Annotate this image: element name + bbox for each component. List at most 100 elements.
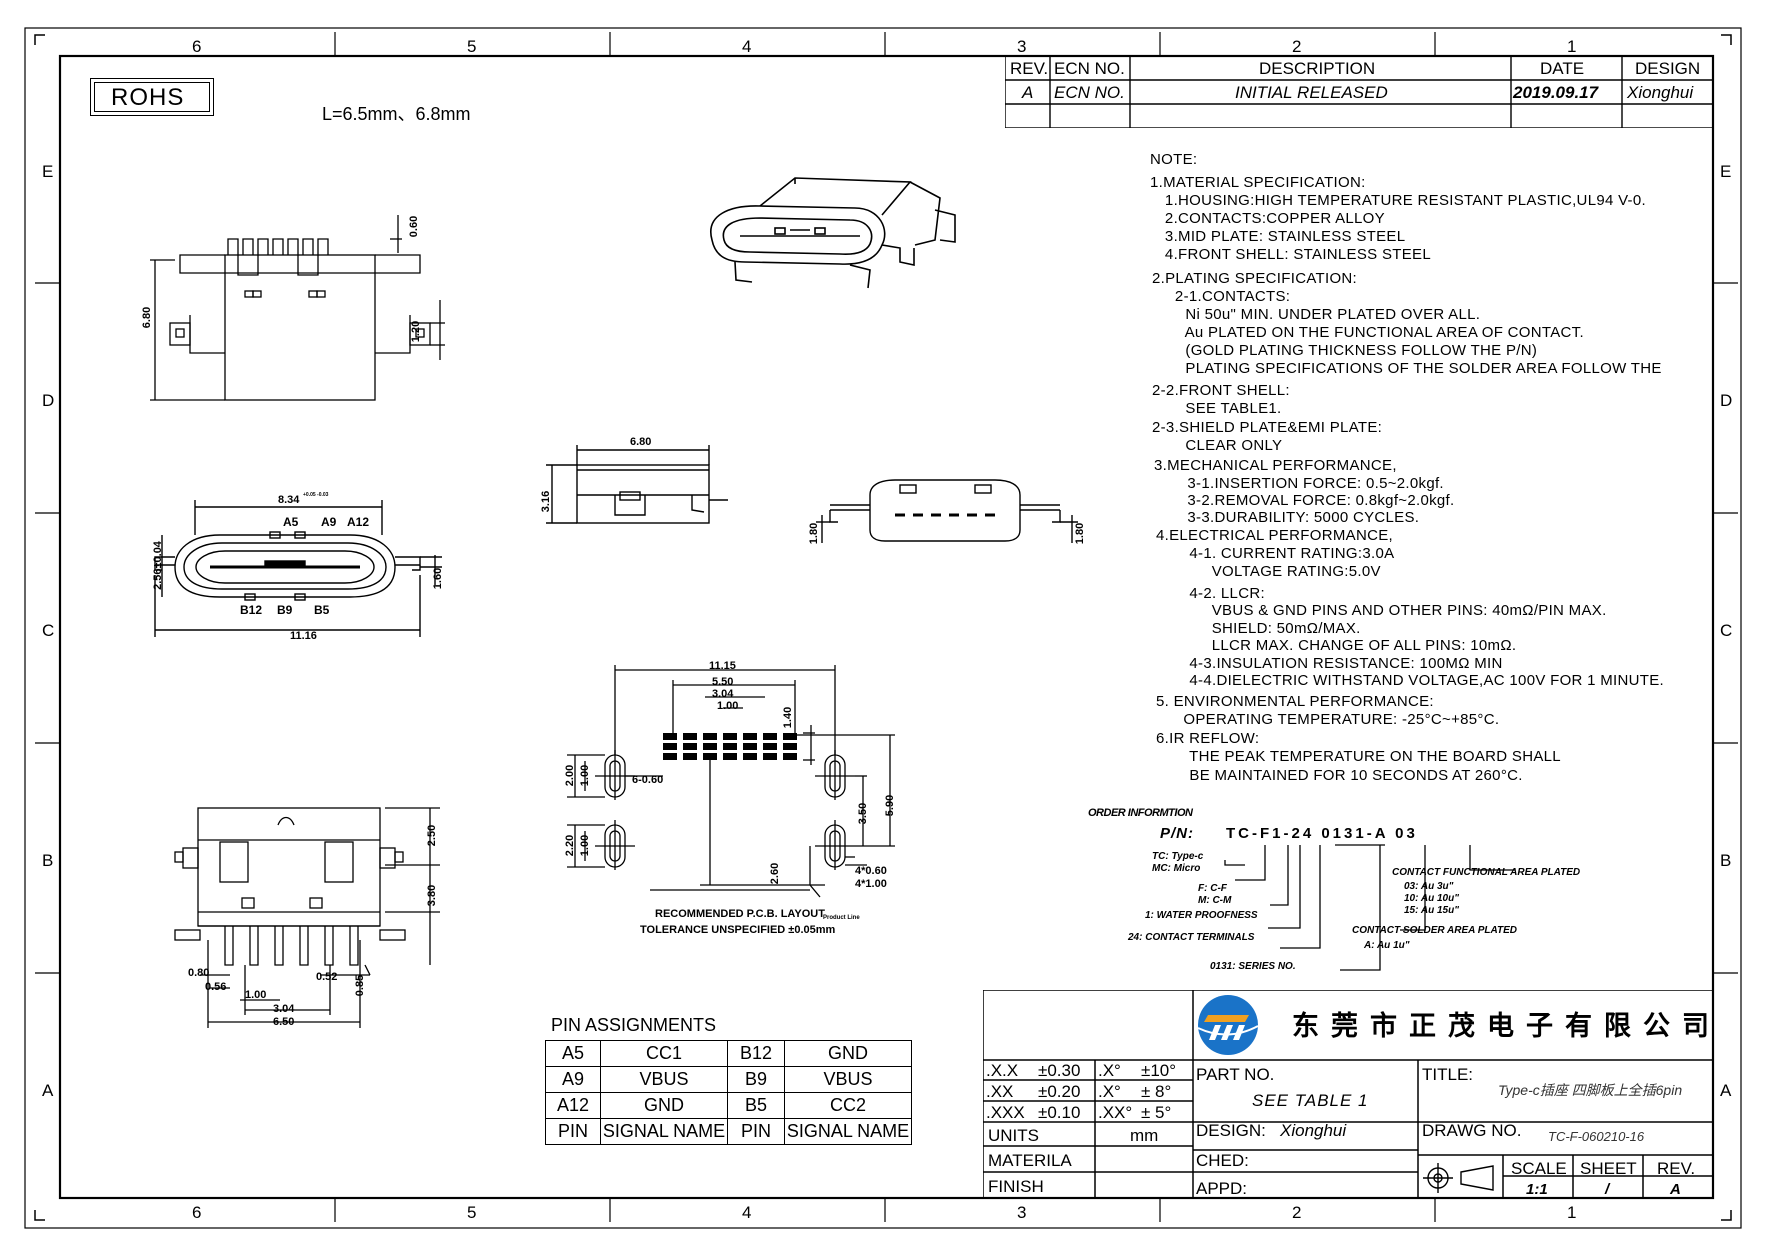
- note-line: 4-1. CURRENT RATING:3.0A: [1176, 545, 1395, 562]
- table-row: A9 VBUS B9 VBUS: [545, 1066, 912, 1093]
- zone-letter-right-C: C: [1720, 621, 1733, 640]
- pin-label-A12: A12: [347, 515, 370, 529]
- dim-pcb-pad: 6-0.60: [632, 774, 664, 786]
- note-line: 2-1.CONTACTS:: [1166, 288, 1291, 305]
- zone-number-top-3: 3: [1017, 37, 1027, 56]
- tol-row1-a: .X.X: [986, 1061, 1019, 1080]
- order-terminals: 24: CONTACT TERMINALS: [1128, 932, 1255, 943]
- date-value: 2019.09.17: [1513, 83, 1599, 102]
- zone-number-top-2: 2: [1292, 37, 1302, 56]
- note-line: 3-3.DURABILITY: 5000 CYCLES.: [1174, 509, 1420, 526]
- note-line: 4-4.DIELECTRIC WITHSTAND VOLTAGE,AC 100V…: [1176, 672, 1665, 689]
- note-line: 3-2.REMOVAL FORCE: 0.8kgf~2.0kgf.: [1174, 492, 1455, 509]
- table-cell: PIN: [727, 1118, 785, 1145]
- units-value: mm: [1130, 1126, 1159, 1145]
- zone-number-bottom-3: 3: [1017, 1203, 1027, 1222]
- note-line: SEE TABLE1.: [1172, 400, 1282, 417]
- order-solder-title: CONTACT SOLDER AREA PLATED: [1352, 925, 1517, 936]
- table-cell: A5: [545, 1040, 601, 1067]
- drawg-no-value: TC-F-060210-16: [1548, 1129, 1645, 1144]
- zone-number-bottom-4: 4: [742, 1203, 752, 1222]
- tol-row1-d: ±10°: [1141, 1061, 1177, 1080]
- dim-pcb-slot1: 4*0.60: [855, 865, 887, 877]
- dim-pcb-1-00b: 1.00: [579, 764, 592, 787]
- description-header: DESCRIPTION: [1259, 59, 1376, 78]
- order-form-f: F: C-F: [1198, 883, 1227, 894]
- tol-row2-c: .X°: [1098, 1082, 1121, 1101]
- zone-number-bottom-5: 5: [467, 1203, 477, 1222]
- length-note: L=6.5mm、6.8mm: [322, 104, 471, 124]
- dim-top-6-80: 6.80: [141, 306, 154, 329]
- ecn-header: ECN NO.: [1054, 59, 1125, 78]
- zone-letter-left-A: A: [42, 1081, 54, 1100]
- dim-side-width: 6.80: [630, 436, 652, 448]
- dim-bottom-3-80: 3.80: [426, 884, 439, 907]
- tol-row1-b: ±0.30: [1038, 1061, 1081, 1080]
- drawg-no-label: DRAWG NO.: [1422, 1121, 1522, 1140]
- note-line: VOLTAGE RATING:5.0V: [1176, 563, 1381, 580]
- dim-pcb-1-00c: 1.00: [579, 834, 592, 857]
- zone-number-top-5: 5: [467, 37, 477, 56]
- table-cell: A12: [545, 1092, 601, 1119]
- note-line: VBUS & GND PINS AND OTHER PINS: 40mΩ/PIN…: [1176, 602, 1607, 619]
- pcb-caption-1: RECOMMENDED P.C.B. LAYOUT: [655, 908, 825, 920]
- dim-front-height: 2.56±0.04: [151, 541, 164, 590]
- rev-value: A: [1022, 83, 1034, 102]
- order-water: 1: WATER PROOFNESS: [1145, 910, 1258, 921]
- note-line: LLCR MAX. CHANGE OF ALL PINS: 10mΩ.: [1176, 637, 1517, 654]
- bottom-view-drawing: [174, 807, 440, 1028]
- note-line: THE PEAK TEMPERATURE ON THE BOARD SHALL: [1176, 748, 1561, 765]
- company-name: 东莞市正茂电子有限公司: [1292, 1011, 1721, 1042]
- dim-top-1-20: 1.20: [410, 320, 423, 343]
- note-line: NOTE:: [1150, 151, 1198, 168]
- iso-view-drawing: [710, 177, 956, 289]
- note-line: 4-3.INSULATION RESISTANCE: 100MΩ MIN: [1176, 655, 1503, 672]
- appd-label: APPD:: [1196, 1179, 1248, 1198]
- note-line: 6.IR REFLOW:: [1156, 730, 1260, 747]
- dim-pcb-2-00: 2.00: [564, 764, 577, 787]
- units-label: UNITS: [988, 1126, 1039, 1145]
- table-cell: VBUS: [784, 1066, 912, 1093]
- tol-row2-a: .XX: [986, 1082, 1014, 1101]
- note-line: 4-2. LLCR:: [1176, 585, 1265, 602]
- zone-letter-left-B: B: [42, 851, 54, 870]
- zone-number-top-6: 6: [192, 37, 202, 56]
- table-row: A12 GND B5 CC2: [545, 1092, 912, 1119]
- note-line: 2-3.SHIELD PLATE&EMI PLATE:: [1152, 419, 1383, 436]
- dim-bottom-0-80: 0.80: [188, 967, 210, 979]
- dim-bottom-2-50: 2.50: [426, 824, 439, 847]
- tol-row2-b: ±0.20: [1038, 1082, 1081, 1101]
- table-cell: CC1: [600, 1040, 728, 1067]
- table-cell: A9: [545, 1066, 601, 1093]
- note-line: OPERATING TEMPERATURE: -25°C~+85°C.: [1170, 711, 1500, 728]
- order-cf-15: 15: Au 15u": [1404, 905, 1459, 916]
- table-cell: B12: [727, 1040, 785, 1067]
- dim-pcb-1-00: 1.00: [717, 700, 739, 712]
- dim-pcb-1-40: 1.40: [782, 706, 795, 729]
- sheet-value: /: [1605, 1181, 1610, 1198]
- pin-label-B9: B9: [277, 603, 293, 617]
- note-line: BE MAINTAINED FOR 10 SECONDS AT 260°C.: [1176, 767, 1523, 784]
- finish-label: FINISH: [988, 1177, 1044, 1196]
- zone-number-bottom-2: 2: [1292, 1203, 1302, 1222]
- tol-row3-d: ± 5°: [1141, 1103, 1172, 1122]
- part-no-label: PART NO.: [1196, 1065, 1275, 1084]
- dim-bottom-3-04: 3.04: [273, 1003, 295, 1015]
- rohs-label: ROHS: [111, 84, 185, 111]
- part-no-value: SEE TABLE 1: [1252, 1091, 1369, 1110]
- projection-symbol-icon: [1423, 1163, 1494, 1193]
- zone-number-bottom-1: 1: [1567, 1203, 1577, 1222]
- zone-letter-right-A: A: [1720, 1081, 1732, 1100]
- zone-letter-left-C: C: [42, 621, 55, 640]
- order-type-tc: TC: Type-c: [1152, 851, 1204, 862]
- front-view-drawing: [154, 500, 442, 637]
- dim-front-width: 8.34: [278, 494, 300, 506]
- dim-rear-left: 1.80: [808, 522, 821, 545]
- dim-bottom-0-85: 0.85: [354, 974, 367, 997]
- title-value: Type-c插座 四脚板上全插6pin: [1498, 1082, 1683, 1098]
- table-cell: SIGNAL NAME: [784, 1118, 912, 1145]
- zone-number-top-1: 1: [1567, 37, 1577, 56]
- rear-view-drawing: [816, 479, 1078, 543]
- sheet-label: SHEET: [1580, 1159, 1637, 1178]
- dim-bottom-0-52: 0.52: [316, 971, 338, 983]
